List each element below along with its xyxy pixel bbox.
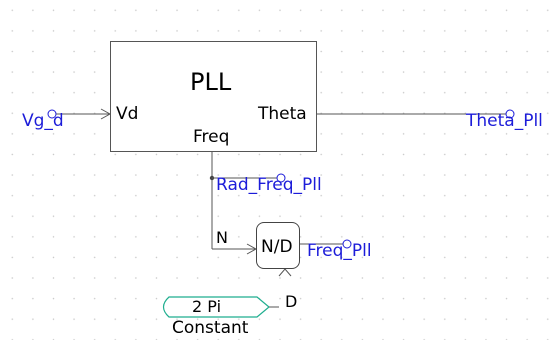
constant-block-shape [162, 296, 270, 318]
tag-circle-rad-freq [276, 173, 286, 183]
pll-port-vd: Vd [116, 104, 139, 124]
tag-circle-vgd [47, 109, 57, 119]
divider-block[interactable] [256, 222, 300, 269]
pll-port-freq: Freq [193, 127, 230, 147]
signal-label-theta-pll: Theta_Pll [466, 111, 543, 131]
constant-value: 2 Pi [192, 297, 222, 316]
tag-circle-theta-pll [505, 109, 515, 119]
pll-block[interactable] [110, 41, 317, 152]
divider-port-d: D [285, 292, 298, 311]
nd-d-arrow [278, 268, 292, 277]
divider-port-n: N [216, 228, 228, 247]
signal-label-vgd: Vg_d [22, 111, 64, 131]
pll-port-theta: Theta [258, 104, 307, 124]
divider-op-label: N/D [261, 237, 293, 257]
signal-label-rad-freq: Rad_Freq_Pll [216, 175, 322, 195]
pll-title: PLL [190, 68, 232, 96]
signal-label-freq-pll: Freq_Pll [307, 241, 372, 261]
constant-label: Constant [172, 318, 249, 338]
tag-circle-freq-pll [342, 239, 352, 249]
